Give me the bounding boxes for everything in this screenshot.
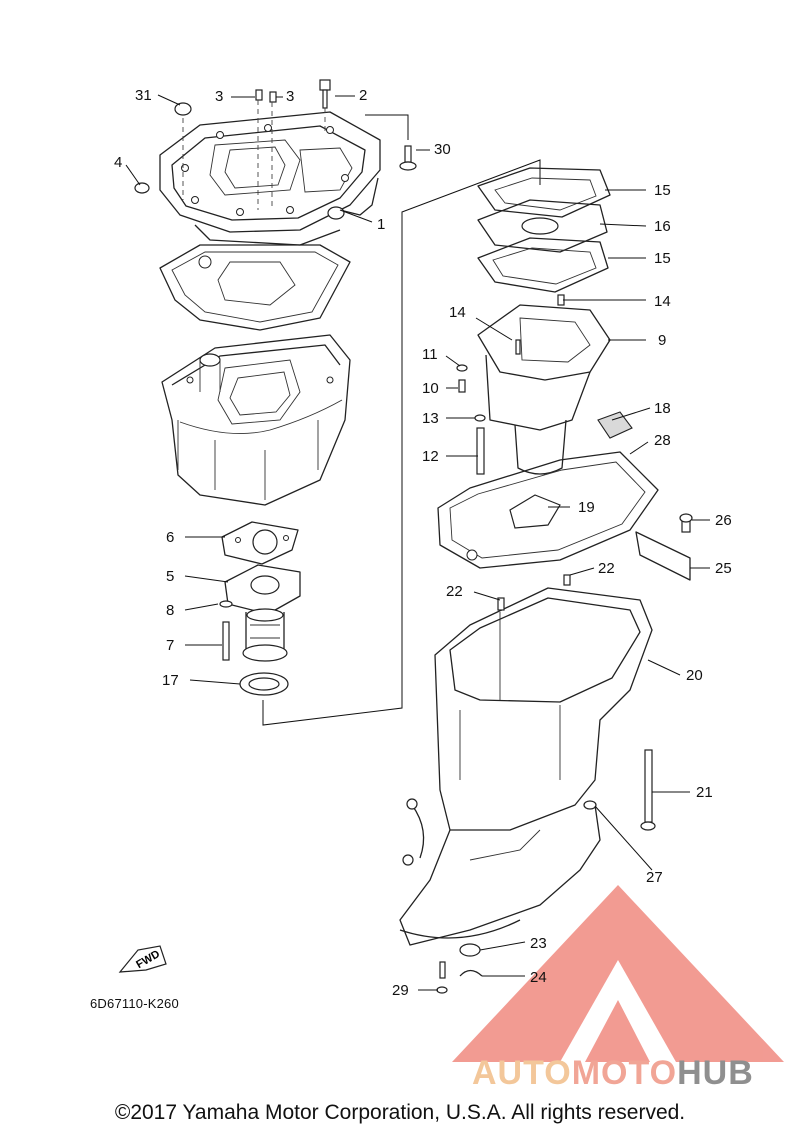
callout-24: 24 (530, 969, 547, 986)
small-bolts-top (134, 79, 417, 194)
gasket-15b (477, 237, 609, 306)
callout-15b: 15 (654, 250, 671, 267)
watermark-auto: AUTO (472, 1054, 572, 1092)
callout-21: 21 (696, 784, 713, 801)
plate-16 (477, 199, 608, 253)
watermark-logo-text: AUTOMOTOHUB (472, 1054, 754, 1093)
exhaust-manifold-9 (477, 304, 611, 475)
callout-26: 26 (715, 512, 732, 529)
callout-8: 8 (166, 602, 174, 619)
callout-23: 23 (530, 935, 547, 952)
callout-22b: 22 (598, 560, 615, 577)
gasket-small (221, 521, 299, 565)
callout-14a: 14 (449, 304, 466, 321)
callout-10: 10 (422, 380, 439, 397)
callout-16: 16 (654, 218, 671, 235)
callout-2: 2 (359, 87, 367, 104)
oil-seal (239, 672, 289, 696)
callout-3a: 3 (215, 88, 223, 105)
callout-labels: 31 3 3 2 30 4 1 15 16 15 14 14 9 11 10 1… (114, 87, 732, 999)
callout-7: 7 (166, 637, 174, 654)
callout-15a: 15 (654, 182, 671, 199)
callout-29: 29 (392, 982, 409, 999)
small-parts-right (456, 364, 633, 475)
callout-leaders (125, 94, 710, 991)
callout-5: 5 (166, 568, 174, 585)
callout-14b: 14 (654, 293, 671, 310)
callout-25: 25 (715, 560, 732, 577)
callout-28: 28 (654, 432, 671, 449)
callout-1: 1 (377, 216, 385, 233)
trim-tab-parts (402, 798, 483, 994)
callout-6: 6 (166, 529, 174, 546)
oil-strainer-housing (219, 564, 301, 662)
catalog-code: 6D67110-K260 (90, 996, 179, 1011)
watermark-moto: MOTO (571, 1054, 678, 1092)
callout-20: 20 (686, 667, 703, 684)
callout-4: 4 (114, 154, 122, 171)
callout-9: 9 (658, 332, 666, 349)
assembly-guide-lines (182, 100, 541, 726)
upper-casing (399, 574, 656, 946)
callout-19: 19 (578, 499, 595, 516)
watermark-hub: HUB (677, 1054, 754, 1092)
callout-3b: 3 (286, 88, 294, 105)
callout-11: 11 (422, 346, 438, 363)
callout-30: 30 (434, 141, 451, 158)
oil-pan (161, 334, 351, 506)
callout-22a: 22 (446, 583, 463, 600)
callout-17: 17 (162, 672, 179, 689)
copyright-notice: ©2017 Yamaha Motor Corporation, U.S.A. A… (114, 1101, 686, 1124)
bracket-25 (635, 513, 693, 581)
gasket-upper (159, 244, 351, 331)
exhaust-guide (159, 111, 381, 246)
callout-12: 12 (422, 448, 439, 465)
gasket-15a (477, 167, 611, 218)
callout-31: 31 (135, 87, 152, 104)
fwd-arrow-icon: FWD (118, 945, 167, 973)
callout-27: 27 (646, 869, 663, 886)
watermark-triangle (452, 885, 784, 1062)
gasket-28 (437, 451, 659, 569)
callout-18: 18 (654, 400, 671, 417)
callout-13: 13 (422, 410, 439, 427)
